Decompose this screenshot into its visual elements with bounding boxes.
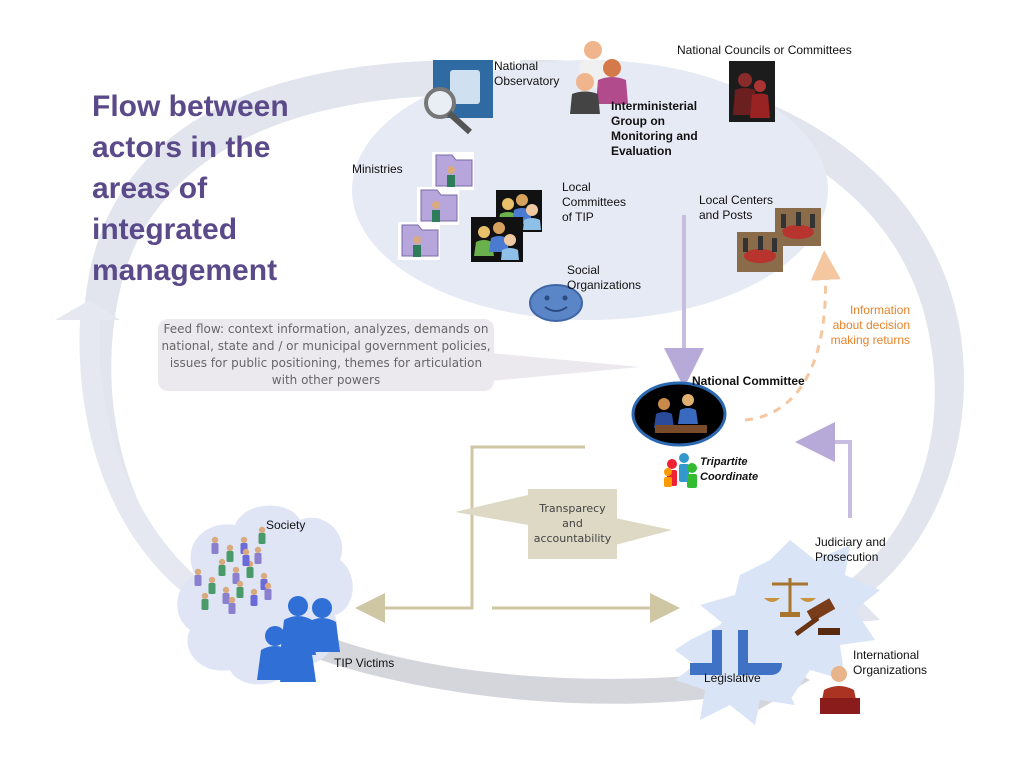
crowd-person-head xyxy=(232,566,240,574)
national-observatory-label: National Observatory xyxy=(494,59,560,88)
crowd-person-body xyxy=(258,533,266,544)
international-label: International Organizations xyxy=(853,648,928,677)
feed-flow-box: Feed flow: context information, analyzes… xyxy=(158,319,494,391)
tip-victims-label: TIP Victims xyxy=(334,656,395,670)
national-committee-label: National Committee xyxy=(692,374,805,388)
crowd-person-head xyxy=(208,576,216,584)
crowd-person-body xyxy=(250,595,258,606)
crowd-person-body xyxy=(264,589,272,600)
crowd-person-head xyxy=(218,558,226,566)
tripartite-label: Tripartite Coordinate xyxy=(700,456,759,483)
crowd-person-body xyxy=(254,553,262,564)
crowd-person-head xyxy=(228,596,236,604)
society-label: Society xyxy=(266,518,306,532)
crowd-person-head xyxy=(260,572,268,580)
national-councils-label: National Councils or Committees xyxy=(677,43,852,57)
information-returns-label: Information about decision making return… xyxy=(830,303,910,347)
local-committees-icons xyxy=(471,190,542,262)
crowd-person-head xyxy=(194,568,202,576)
crowd-person-body xyxy=(211,543,219,554)
gavel-icon xyxy=(794,598,840,637)
ministries-folder-icons xyxy=(398,152,474,260)
crowd-person-body xyxy=(228,603,236,614)
crowd-person-body xyxy=(236,587,244,598)
crowd-person-body xyxy=(242,555,250,566)
crowd-person-body xyxy=(218,565,226,576)
local-centers-icons xyxy=(737,208,821,272)
international-person-icon xyxy=(820,666,860,714)
social-organizations-label: Social Organizations xyxy=(567,263,642,292)
tip-victims-icon xyxy=(257,596,340,682)
transparency-box: Transparecy and accountability xyxy=(528,489,617,559)
crowd-person-head xyxy=(201,592,209,600)
crowd-person-head xyxy=(258,526,266,534)
crowd-person-head xyxy=(242,548,250,556)
transparency-pointer-left xyxy=(455,495,528,525)
crowd-person-head xyxy=(264,582,272,590)
tripartite-people-icon xyxy=(664,453,697,488)
crowd-person-body xyxy=(226,551,234,562)
society-crowd-icon xyxy=(194,526,272,614)
crowd-person-head xyxy=(236,580,244,588)
smiley-icon xyxy=(529,284,583,322)
info-return-dashed-arrow xyxy=(744,250,841,422)
interministerial-label: Interministerial Group on Monitoring and… xyxy=(611,99,698,158)
circular-flow-arrow xyxy=(55,59,964,710)
legislative-icon xyxy=(690,630,782,675)
judiciary-label: Judiciary and Prosecution xyxy=(815,535,886,564)
crowd-person-head xyxy=(250,588,258,596)
arrow-judiciary-to-committee xyxy=(795,422,852,518)
interministerial-people-icon xyxy=(570,41,628,114)
page-title: Flow between actors in the areas of inte… xyxy=(92,90,289,287)
crowd-person-body xyxy=(232,573,240,584)
arrow-to-society xyxy=(355,445,585,623)
crowd-person-body xyxy=(246,567,254,578)
observatory-icon xyxy=(424,60,493,135)
councils-icon xyxy=(729,61,775,122)
crowd-person-body xyxy=(201,599,209,610)
crowd-person-body xyxy=(194,575,202,586)
crowd-person-head xyxy=(211,536,219,544)
local-centers-label: Local Centers and Posts xyxy=(699,193,774,222)
local-committees-label: Local Committees of TIP xyxy=(562,180,627,224)
crowd-person-head xyxy=(240,536,248,544)
feed-flow-pointer xyxy=(480,352,640,382)
legislative-label: Legislative xyxy=(704,671,761,685)
crowd-person-body xyxy=(222,593,230,604)
crowd-person-head xyxy=(222,586,230,594)
crowd-person-head xyxy=(226,544,234,552)
transparency-pointer-right xyxy=(615,518,672,545)
national-committee-icon xyxy=(631,381,727,447)
crowd-person-head xyxy=(254,546,262,554)
ministries-label: Ministries xyxy=(352,162,403,176)
crowd-person-body xyxy=(208,583,216,594)
scales-icon xyxy=(764,578,816,617)
